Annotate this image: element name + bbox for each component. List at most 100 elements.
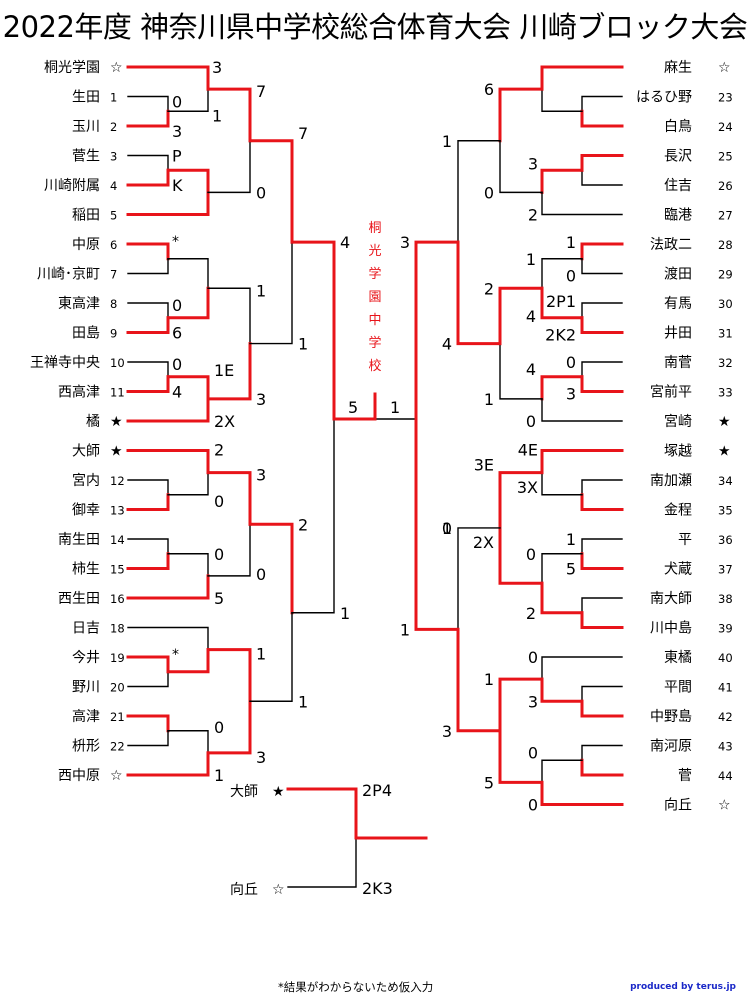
- bracket-line: [540, 780, 624, 806]
- score-label: 3: [256, 390, 266, 409]
- team-name-right: 犬蔵: [664, 562, 692, 578]
- bracket-line: [457, 140, 501, 243]
- score-label: 3: [528, 154, 538, 173]
- champion-char: 学: [368, 335, 381, 351]
- team-name-right: はるひ野: [636, 90, 692, 106]
- team-seed-right: ★: [718, 414, 731, 430]
- score-label: 7: [298, 124, 308, 143]
- score-label: 1: [298, 692, 308, 711]
- bracket-line: [580, 109, 624, 128]
- bracket-line: [126, 65, 210, 91]
- score-label: 1: [484, 390, 494, 409]
- third-place-seed: ★: [272, 784, 285, 800]
- team-seed-left: 14: [110, 533, 125, 547]
- bracket-line: [581, 479, 623, 496]
- bracket-line: [456, 240, 502, 346]
- champion-char: 桐: [368, 221, 381, 236]
- team-name-left: 野川: [72, 680, 100, 696]
- bracket-line: [580, 758, 624, 777]
- bracket-line: [167, 88, 209, 112]
- team-seed-right: 30: [718, 297, 733, 311]
- score-label: 0: [526, 412, 536, 431]
- score-label: 0: [214, 718, 224, 737]
- score-label: 3: [400, 233, 410, 252]
- team-seed-left: 15: [110, 563, 125, 577]
- score-label: 6: [484, 80, 494, 99]
- bracket-line: [540, 375, 584, 401]
- team-name-right: 長沢: [664, 149, 692, 165]
- team-name-right: 法政二: [650, 237, 692, 253]
- score-label: 1: [340, 604, 350, 623]
- team-seed-left: 5: [110, 209, 117, 223]
- team-seed-left: 1: [110, 91, 117, 105]
- bracket-line: [540, 168, 584, 194]
- team-seed-right: 37: [718, 563, 733, 577]
- team-name-left: 大師: [72, 444, 100, 460]
- team-name-right: 有馬: [664, 296, 692, 312]
- team-name-left: 柿生: [72, 561, 100, 578]
- team-name-left: 西高津: [58, 384, 100, 401]
- score-label: 3E: [474, 456, 494, 475]
- score-label: 3: [442, 722, 452, 741]
- bracket-line: [126, 190, 210, 216]
- score-label: 0: [256, 183, 266, 202]
- team-name-left: 東高津: [58, 295, 100, 312]
- bracket-line: [498, 471, 544, 530]
- score-label: 1: [256, 645, 266, 664]
- score-label: 0: [528, 743, 538, 762]
- team-seed-right: 36: [718, 533, 733, 547]
- score-label: 0: [526, 545, 536, 564]
- bracket-line: [581, 258, 623, 275]
- score-label: 2P1: [546, 292, 576, 311]
- team-name-left: 西中原: [58, 768, 100, 784]
- score-label: 1: [212, 106, 222, 125]
- bracket-line: [581, 685, 623, 702]
- team-name-left: 桐光学園: [44, 60, 100, 76]
- bracket-line: [580, 154, 624, 172]
- team-name-left: 川崎附属: [44, 178, 100, 194]
- score-label: 3: [256, 466, 266, 485]
- team-seed-left: 21: [110, 710, 125, 724]
- bracket-line: [541, 759, 583, 784]
- team-name-right: 南菅: [664, 355, 692, 371]
- bracket-line: [127, 95, 169, 112]
- score-label: 5: [348, 398, 358, 417]
- team-name-left: 今井: [72, 650, 100, 666]
- bracket-line: [126, 751, 210, 777]
- team-seed-right: 25: [718, 150, 733, 164]
- third-place-team: 向丘: [230, 882, 258, 898]
- score-label: *: [172, 234, 179, 250]
- team-seed-right: 43: [718, 740, 733, 754]
- team-seed-right: 32: [718, 356, 733, 370]
- bracket-line: [167, 730, 209, 754]
- team-name-left: 御幸: [72, 503, 100, 519]
- bracket-line: [540, 449, 624, 475]
- score-label: 1: [566, 233, 576, 252]
- score-label: 0: [442, 519, 452, 538]
- bracket-line: [126, 397, 210, 423]
- bracket-line: [498, 729, 544, 784]
- bracket-line: [249, 612, 293, 702]
- team-seed-left: 4: [110, 179, 117, 193]
- bracket-line: [127, 302, 169, 319]
- bracket-line: [206, 87, 252, 143]
- team-name-right: 塚越: [664, 444, 692, 460]
- score-label: 1: [214, 766, 224, 785]
- bracket-line: [206, 471, 252, 526]
- team-name-right: 白鳥: [664, 119, 692, 135]
- third-place-seed: ☆: [272, 882, 285, 898]
- score-label: 3: [528, 692, 538, 711]
- team-name-left: 菅生: [72, 149, 100, 165]
- bracket-line: [167, 471, 209, 496]
- score-label: 5: [214, 589, 224, 608]
- team-name-right: 渡田: [664, 267, 692, 283]
- score-label: 2X: [214, 412, 235, 431]
- bracket-line: [540, 581, 584, 615]
- bracket-line: [580, 375, 624, 393]
- bracket-line: [126, 714, 170, 733]
- score-label: 3: [256, 748, 266, 767]
- team-seed-right: 41: [718, 681, 733, 695]
- team-seed-left: 16: [110, 592, 125, 606]
- score-label: 4: [442, 335, 452, 354]
